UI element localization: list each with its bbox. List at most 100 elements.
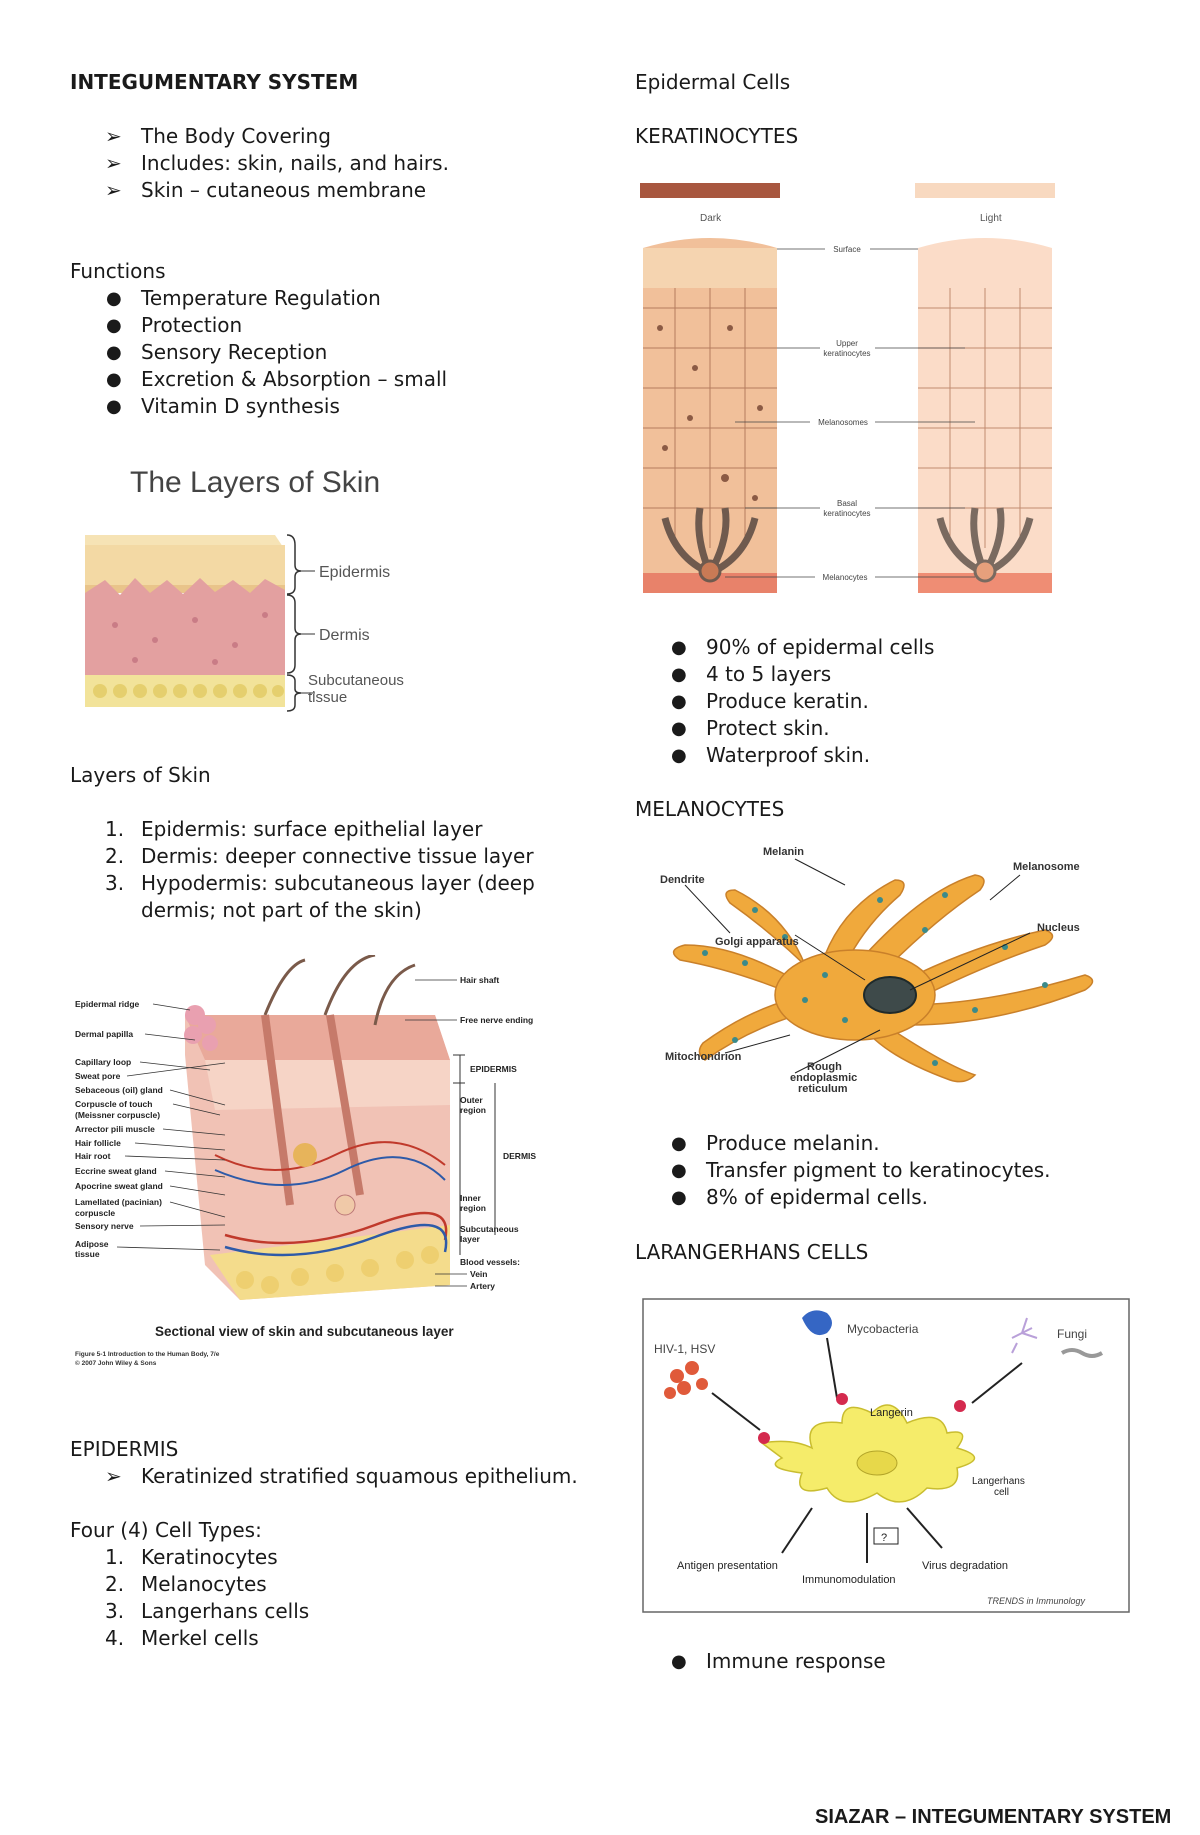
svg-text:Golgi apparatus: Golgi apparatus [715, 936, 799, 948]
svg-text:Upper: Upper [836, 339, 858, 348]
melanocytes-heading: MELANOCYTES [635, 797, 785, 821]
svg-text:Hair root: Hair root [75, 1151, 111, 1161]
svg-text:Corpuscle of touch: Corpuscle of touch [75, 1099, 152, 1109]
langerhans-figure: HIV-1, HSV Mycobacteria Fungi Langerin L… [642, 1298, 1130, 1613]
list-item: 4.Merkel cells [105, 1626, 259, 1650]
svg-text:Fungi: Fungi [1057, 1327, 1087, 1341]
svg-text:Capillary loop: Capillary loop [75, 1057, 131, 1067]
arrow-bullet-icon: ➢ [105, 151, 122, 175]
svg-text:Arrector pili muscle: Arrector pili muscle [75, 1124, 155, 1134]
arrow-bullet-icon: ➢ [105, 178, 122, 202]
svg-text:Langerin: Langerin [870, 1407, 913, 1419]
bullet-icon: ● [106, 288, 122, 309]
svg-text:Apocrine sweat gland: Apocrine sweat gland [75, 1181, 163, 1191]
svg-text:TRENDS in Immunology: TRENDS in Immunology [987, 1596, 1086, 1606]
svg-text:tissue: tissue [75, 1249, 100, 1259]
svg-text:Dermal papilla: Dermal papilla [75, 1029, 133, 1039]
epidermal-cells-heading: Epidermal Cells [635, 70, 791, 94]
svg-text:Immunomodulation: Immunomodulation [802, 1574, 896, 1586]
list-item: 3.Langerhans cells [105, 1599, 310, 1623]
bullet-icon: ● [671, 1187, 687, 1208]
skin-section-figure: Epidermal ridge Dermal papilla Capillary… [75, 955, 536, 1367]
list-item: ●Produce keratin. [671, 689, 869, 713]
list-item: ●Excretion & Absorption – small [106, 367, 448, 391]
bullet-icon: ● [671, 1133, 687, 1154]
svg-text:cell: cell [994, 1487, 1009, 1498]
list-item: 2.Melanocytes [105, 1572, 267, 1596]
keratinocytes-list: ●90% of epidermal cells ●4 to 5 layers ●… [635, 634, 934, 769]
label-epidermis: Epidermis [319, 564, 390, 581]
bullet-icon: ● [106, 315, 122, 336]
bullet-icon: ● [671, 637, 687, 658]
svg-text:HIV-1, HSV: HIV-1, HSV [654, 1342, 715, 1356]
arrow-bullet-icon: ➢ [105, 124, 122, 148]
label-tissue: tissue [308, 689, 347, 706]
svg-text:layer: layer [460, 1234, 481, 1244]
svg-text:endoplasmic: endoplasmic [790, 1072, 857, 1084]
langerhans-heading: LARANGERHANS CELLS [635, 1240, 869, 1264]
bullet-icon: ● [671, 691, 687, 712]
intro-list: ➢The Body Covering ➢Includes: skin, nail… [70, 123, 449, 204]
svg-text:Melanosome: Melanosome [1013, 861, 1080, 873]
label-subcutaneous: Subcutaneous [308, 672, 404, 689]
svg-text:Adipose: Adipose [75, 1239, 109, 1249]
list-item: ●Sensory Reception [106, 340, 328, 364]
svg-text:Virus degradation: Virus degradation [922, 1560, 1008, 1572]
bullet-icon: ● [671, 718, 687, 739]
layers-of-skin-figure: The Layers of Skin Epidermis Dermis Subc… [85, 466, 404, 712]
list-item: ➢Includes: skin, nails, and hairs. [105, 151, 449, 175]
cell-types-heading: Four (4) Cell Types: [70, 1518, 262, 1542]
svg-text:Rough: Rough [807, 1061, 842, 1073]
list-item: ●Immune response [671, 1649, 886, 1673]
svg-text:region: region [460, 1105, 486, 1115]
list-item: 1.Keratinocytes [105, 1545, 278, 1569]
svg-text:Epidermal ridge: Epidermal ridge [75, 999, 140, 1009]
bullet-icon: ● [671, 745, 687, 766]
list-item: ●Protect skin. [671, 716, 830, 740]
svg-text:Basal: Basal [837, 499, 857, 508]
layers-heading: Layers of Skin [70, 763, 211, 787]
list-item: ●Transfer pigment to keratinocytes. [671, 1158, 1051, 1182]
figure-title: The Layers of Skin [130, 466, 380, 499]
svg-text:Inner: Inner [460, 1193, 481, 1203]
svg-text:Melanocytes: Melanocytes [823, 573, 868, 582]
svg-text:Blood vessels:: Blood vessels: [460, 1257, 520, 1267]
bullet-icon: ● [106, 369, 122, 390]
svg-text:Melanosomes: Melanosomes [818, 418, 868, 427]
list-item: 3.Hypodermis: subcutaneous layer (deep d… [105, 871, 535, 922]
svg-text:Sebaceous (oil) gland: Sebaceous (oil) gland [75, 1085, 163, 1095]
svg-text:corpuscle: corpuscle [75, 1208, 115, 1218]
melanocyte-figure: Melanin Melanosome Dendrite Nucleus Golg… [660, 846, 1094, 1095]
svg-text:Sensory nerve: Sensory nerve [75, 1221, 134, 1231]
svg-text:Hair follicle: Hair follicle [75, 1138, 121, 1148]
svg-text:Mitochondrion: Mitochondrion [665, 1051, 742, 1063]
svg-text:Hair shaft: Hair shaft [460, 975, 499, 985]
list-item: ●Temperature Regulation [106, 286, 381, 310]
bullet-icon: ● [106, 396, 122, 417]
keratinocytes-figure: Dark Light Surface Upper keratinocytes M… [640, 183, 1055, 593]
svg-text:Eccrine sweat gland: Eccrine sweat gland [75, 1166, 157, 1176]
functions-heading: Functions [70, 259, 166, 283]
keratinocytes-heading: KERATINOCYTES [635, 124, 799, 148]
svg-text:Light: Light [980, 213, 1002, 224]
bullet-icon: ● [106, 342, 122, 363]
svg-text:Lamellated (pacinian): Lamellated (pacinian) [75, 1197, 162, 1207]
svg-text:keratinocytes: keratinocytes [823, 509, 870, 518]
epidermis-heading: EPIDERMIS [70, 1437, 179, 1461]
svg-text:© 2007 John Wiley & Sons: © 2007 John Wiley & Sons [75, 1359, 157, 1367]
list-item: ●Produce melanin. [671, 1131, 880, 1155]
svg-text:Free nerve ending: Free nerve ending [460, 1015, 533, 1025]
svg-text:?: ? [881, 1532, 887, 1544]
bullet-icon: ● [671, 664, 687, 685]
list-item: ➢The Body Covering [105, 124, 331, 148]
page-title: INTEGUMENTARY SYSTEM [70, 70, 359, 94]
bullet-icon: ● [671, 1651, 687, 1672]
melanocytes-list: ●Produce melanin. ●Transfer pigment to k… [635, 1130, 1051, 1211]
svg-text:reticulum: reticulum [798, 1083, 848, 1095]
epidermis-list: ➢Keratinized stratified squamous epithel… [70, 1463, 578, 1490]
layers-list: 1.Epidermis: surface epithelial layer 2.… [70, 816, 540, 924]
arrow-bullet-icon: ➢ [105, 1464, 122, 1488]
svg-text:Melanin: Melanin [763, 846, 804, 858]
svg-text:Subcutaneous: Subcutaneous [460, 1224, 519, 1234]
list-item: 1.Epidermis: surface epithelial layer [105, 817, 483, 841]
